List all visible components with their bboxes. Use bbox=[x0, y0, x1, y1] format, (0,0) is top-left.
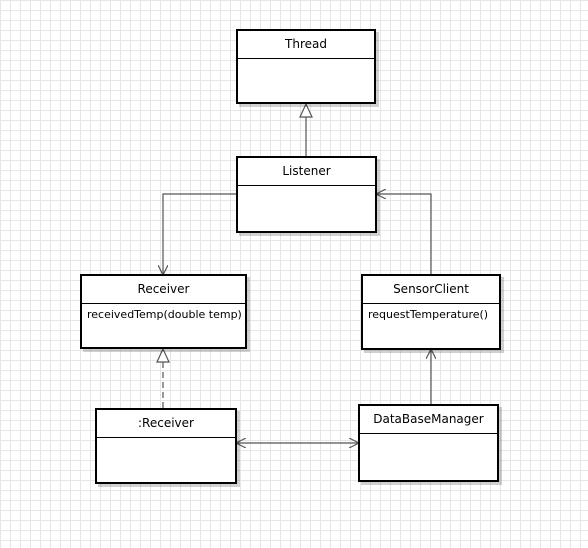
class-receiver-name: Receiver bbox=[82, 276, 245, 304]
class-databasemanager-name: DataBaseManager bbox=[360, 406, 497, 434]
realization-arrowhead-receiver bbox=[156, 347, 170, 363]
class-receiver-instance-members bbox=[97, 438, 235, 446]
class-listener-name: Listener bbox=[238, 158, 375, 186]
class-sensorclient[interactable]: SensorClient requestTemperature() bbox=[361, 274, 501, 350]
class-receiver[interactable]: Receiver receivedTemp(double temp) bbox=[80, 274, 247, 349]
class-receiver-members: receivedTemp(double temp) bbox=[87, 308, 242, 321]
class-listener-members bbox=[238, 186, 375, 194]
class-thread-name: Thread bbox=[238, 31, 374, 59]
class-receiver-instance[interactable]: :Receiver bbox=[95, 408, 237, 484]
association-sensorclient-listener[interactable] bbox=[377, 194, 432, 274]
generalization-arrowhead-thread bbox=[299, 102, 313, 118]
class-databasemanager[interactable]: DataBaseManager bbox=[358, 404, 499, 482]
class-thread[interactable]: Thread bbox=[236, 29, 376, 104]
class-thread-members bbox=[238, 59, 374, 67]
class-databasemanager-members bbox=[360, 434, 497, 442]
association-listener-receiver[interactable] bbox=[163, 193, 236, 274]
class-receiver-instance-name: :Receiver bbox=[97, 410, 235, 438]
class-listener[interactable]: Listener bbox=[236, 156, 377, 233]
class-sensorclient-name: SensorClient bbox=[363, 276, 499, 304]
class-sensorclient-members: requestTemperature() bbox=[368, 308, 489, 321]
